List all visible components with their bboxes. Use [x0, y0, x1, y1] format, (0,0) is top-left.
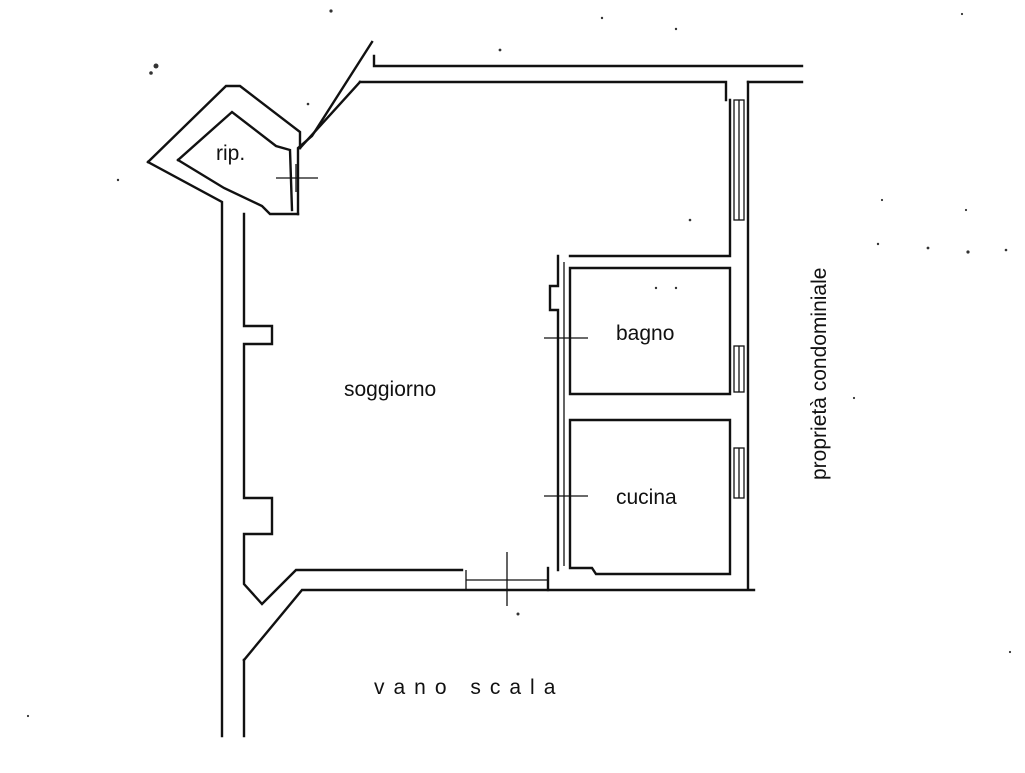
bathroom-walls: [548, 254, 732, 572]
living-room-top-wall: [296, 40, 804, 216]
room-label-storage: rip.: [216, 142, 245, 165]
door-marks: [276, 164, 588, 606]
living-room-left-wall: [242, 212, 756, 738]
kitchen-walls: [465, 418, 732, 592]
stairwell-label: vano scala: [374, 676, 564, 699]
room-label-living-room: soggiorno: [344, 378, 436, 401]
right-exterior-wall: [568, 80, 750, 590]
storage-room-walls: [146, 84, 302, 738]
room-label-bathroom: bagno: [616, 322, 674, 345]
scan-specks: [26, 9, 1012, 718]
neighbor-property-label: proprietà condominiale: [808, 268, 831, 480]
room-label-kitchen: cucina: [616, 486, 677, 509]
